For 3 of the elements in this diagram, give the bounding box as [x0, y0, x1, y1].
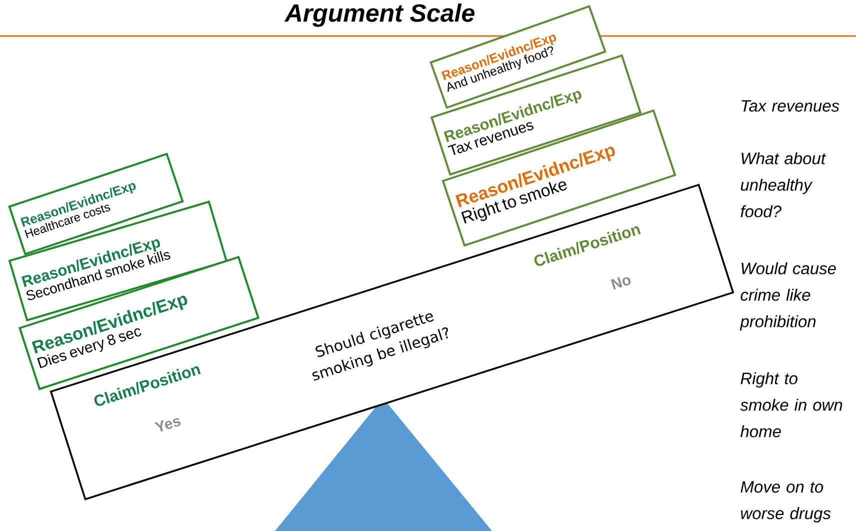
- side-note: Move on to worse drugs: [740, 481, 831, 522]
- side-note: Tax revenues: [742, 100, 840, 112]
- side-note: What about unhealthy food?: [740, 152, 826, 218]
